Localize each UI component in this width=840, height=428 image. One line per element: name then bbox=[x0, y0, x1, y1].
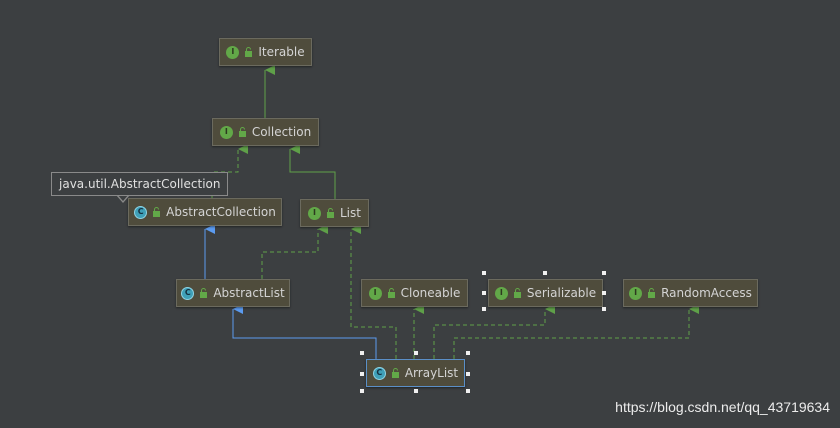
node-tooltip: java.util.AbstractCollection bbox=[51, 172, 229, 196]
node-label: Cloneable bbox=[400, 286, 461, 300]
selection-handle[interactable] bbox=[414, 389, 418, 393]
selection-handle[interactable] bbox=[602, 271, 606, 275]
edge-arraylist-abstractlist bbox=[232, 304, 377, 359]
lock-icon bbox=[387, 288, 395, 298]
class-badge-icon: C bbox=[134, 205, 148, 219]
edge-list-collection bbox=[289, 144, 336, 199]
node-label: RandomAccess bbox=[661, 286, 752, 300]
tooltip-pointer-inner bbox=[117, 194, 129, 201]
interface-badge-icon: I bbox=[629, 286, 643, 300]
selection-handle[interactable] bbox=[466, 389, 470, 393]
node-label: Iterable bbox=[258, 45, 305, 59]
selection-handle[interactable] bbox=[543, 271, 547, 275]
selection-handle[interactable] bbox=[360, 372, 364, 376]
selection-handle[interactable] bbox=[414, 351, 418, 355]
node-abstract-list[interactable]: C AbstractList bbox=[176, 279, 290, 307]
node-label: List bbox=[340, 206, 361, 220]
selection-handle[interactable] bbox=[466, 372, 470, 376]
node-label: AbstractCollection bbox=[166, 205, 276, 219]
lock-icon bbox=[153, 207, 161, 217]
node-label: ArrayList bbox=[404, 366, 459, 380]
interface-badge-icon: I bbox=[219, 125, 233, 139]
lock-icon bbox=[245, 47, 253, 57]
watermark: https://blog.csdn.net/qq_43719634 bbox=[615, 399, 830, 415]
node-label: Serializable bbox=[526, 286, 597, 300]
lock-icon bbox=[238, 127, 246, 137]
node-random-access[interactable]: I RandomAccess bbox=[623, 279, 758, 307]
node-collection[interactable]: I Collection bbox=[212, 118, 319, 146]
selection-handle[interactable] bbox=[360, 351, 364, 355]
node-serializable[interactable]: I Serializable bbox=[488, 279, 603, 307]
selection-handle[interactable] bbox=[602, 291, 606, 295]
selection-handle[interactable] bbox=[360, 389, 364, 393]
node-array-list[interactable]: C ArrayList bbox=[366, 359, 465, 387]
lock-icon bbox=[327, 208, 334, 218]
selection-handle[interactable] bbox=[482, 291, 486, 295]
class-badge-icon: C bbox=[181, 286, 195, 300]
node-iterable[interactable]: I Iterable bbox=[219, 38, 312, 66]
class-badge-icon: C bbox=[372, 366, 386, 380]
lock-icon bbox=[391, 368, 399, 378]
edge-arraylist-serializable bbox=[433, 304, 555, 359]
selection-handle[interactable] bbox=[466, 351, 470, 355]
node-list[interactable]: I List bbox=[300, 199, 369, 227]
interface-badge-icon: I bbox=[226, 45, 240, 59]
edge-arraylist-list bbox=[350, 224, 397, 359]
selection-handle[interactable] bbox=[482, 271, 486, 275]
interface-badge-icon: I bbox=[308, 206, 321, 220]
selection-handle[interactable] bbox=[482, 307, 486, 311]
node-label: AbstractList bbox=[213, 286, 285, 300]
lock-icon bbox=[200, 288, 208, 298]
node-abstract-collection[interactable]: C AbstractCollection bbox=[128, 198, 282, 226]
node-cloneable[interactable]: I Cloneable bbox=[361, 279, 468, 307]
lock-icon bbox=[513, 288, 521, 298]
lock-icon bbox=[648, 288, 656, 298]
selection-handle[interactable] bbox=[602, 307, 606, 311]
edge-arraylist-randomaccess bbox=[453, 304, 699, 359]
edge-abstractlist-list bbox=[261, 224, 328, 279]
interface-badge-icon: I bbox=[368, 286, 382, 300]
node-label: Collection bbox=[251, 125, 312, 139]
tooltip-text: java.util.AbstractCollection bbox=[59, 177, 221, 191]
interface-badge-icon: I bbox=[494, 286, 508, 300]
